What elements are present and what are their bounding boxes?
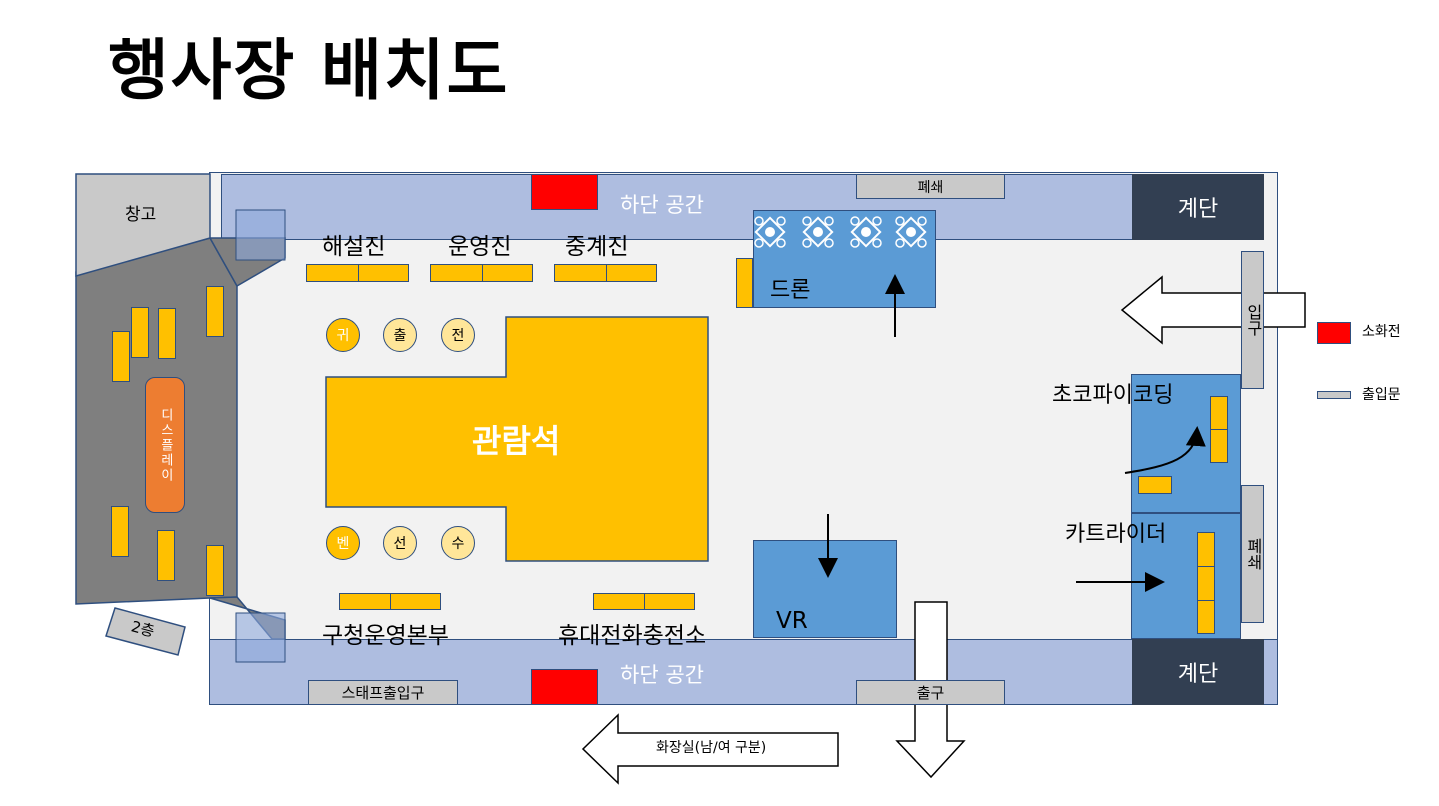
seating-area [325,316,709,562]
restroom-label: 화장실(남/여 구분) [656,740,767,756]
transparent-square-bottom [235,612,286,663]
commentary-table [358,264,409,282]
legend-extinguisher-swatch [1317,322,1351,344]
stairs-top: 계단 [1132,174,1264,240]
vr-label: VR [776,608,808,634]
booth-circle: 벤 [326,526,360,560]
chocopie-table [1138,476,1172,494]
closed-right-label: 폐쇄 [1243,538,1263,570]
transparent-square-top [235,209,286,261]
display-seat [131,307,149,358]
fire-extinguisher-bottom [531,669,598,705]
commentary-label: 해설진 [322,234,386,260]
cartrider-table [1197,600,1215,634]
display-label: 디스플레이 [157,407,173,483]
phone-charging-label: 휴대전화충전소 [558,623,707,649]
legend-door-label: 출입문 [1362,387,1401,403]
lower-space-top-label: 하단 공간 [620,193,704,217]
booth-circle: 출 [383,318,417,352]
district-hq-table [390,593,441,610]
broadcast-table [606,264,657,282]
legend-extinguisher-label: 소화전 [1362,324,1401,340]
fire-extinguisher-top [531,174,598,210]
broadcast-label: 중계진 [565,234,629,260]
seating-label: 관람석 [472,422,561,460]
closed-door-top: 폐쇄 [856,174,1005,199]
chocopie-table [1210,429,1228,463]
display-seat [206,286,224,337]
drone-icon [802,216,834,248]
restroom-arrow [581,713,839,785]
display-seat [111,506,129,557]
legend-door-swatch [1317,391,1351,399]
display-seat [157,530,175,581]
drone-icon [895,216,927,248]
drone-icon [754,216,786,248]
vr-zone [753,540,897,638]
cartrider-label: 카트라이더 [1065,522,1167,547]
display-seat [112,331,130,382]
drone-zone [753,210,936,308]
operations-table [482,264,533,282]
chocopie-label: 초코파이코딩 [1052,383,1174,408]
page-title: 행사장 배치도 [108,32,510,109]
storage-label: 창고 [125,205,157,225]
drone-icon [850,216,882,248]
chocopie-flow-arrow [1124,426,1206,474]
booth-circle: 수 [441,526,475,560]
floor2-tag [105,607,186,656]
drone-label: 드론 [770,278,811,303]
display-zone: 디스플레이 [145,377,185,513]
entrance-door: 입구 [1241,251,1264,389]
charging-table [644,593,695,610]
display-seat [206,545,224,596]
drone-table [736,258,753,308]
exit-door: 출구 [856,680,1005,705]
entrance-label: 입구 [1243,304,1263,336]
display-seat [158,308,176,359]
lower-space-bottom-label: 하단 공간 [620,663,704,687]
operations-label: 운영진 [448,234,512,260]
staff-entrance-door: 스태프출입구 [308,680,458,705]
booth-circle: 선 [383,526,417,560]
booth-circle: 귀 [326,318,360,352]
stairs-bottom: 계단 [1132,639,1264,705]
closed-door-right: 폐쇄 [1241,485,1264,623]
storage-shape [75,173,211,277]
district-hq-label: 구청운영본부 [322,623,449,649]
booth-circle: 전 [441,318,475,352]
